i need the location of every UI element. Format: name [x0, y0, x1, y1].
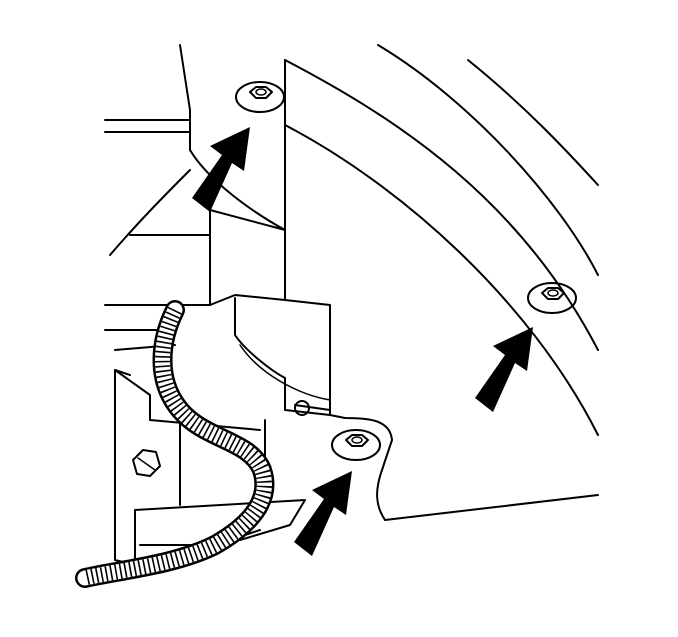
upper-fastener-arrow-icon [192, 127, 250, 212]
hex-bolt-icon [132, 449, 161, 477]
upper-bracket [104, 44, 286, 306]
wiring-harness [75, 300, 275, 588]
lower-fastener-arrow-icon [294, 471, 352, 556]
right-fastener-icon [527, 282, 577, 314]
lower-bracket [114, 369, 599, 566]
upper-fastener-icon [235, 81, 285, 113]
fender-arcs [284, 44, 599, 436]
lower-fastener-icon [331, 429, 381, 461]
right-fastener-arrow-icon [475, 327, 533, 412]
mid-housing [104, 297, 331, 416]
